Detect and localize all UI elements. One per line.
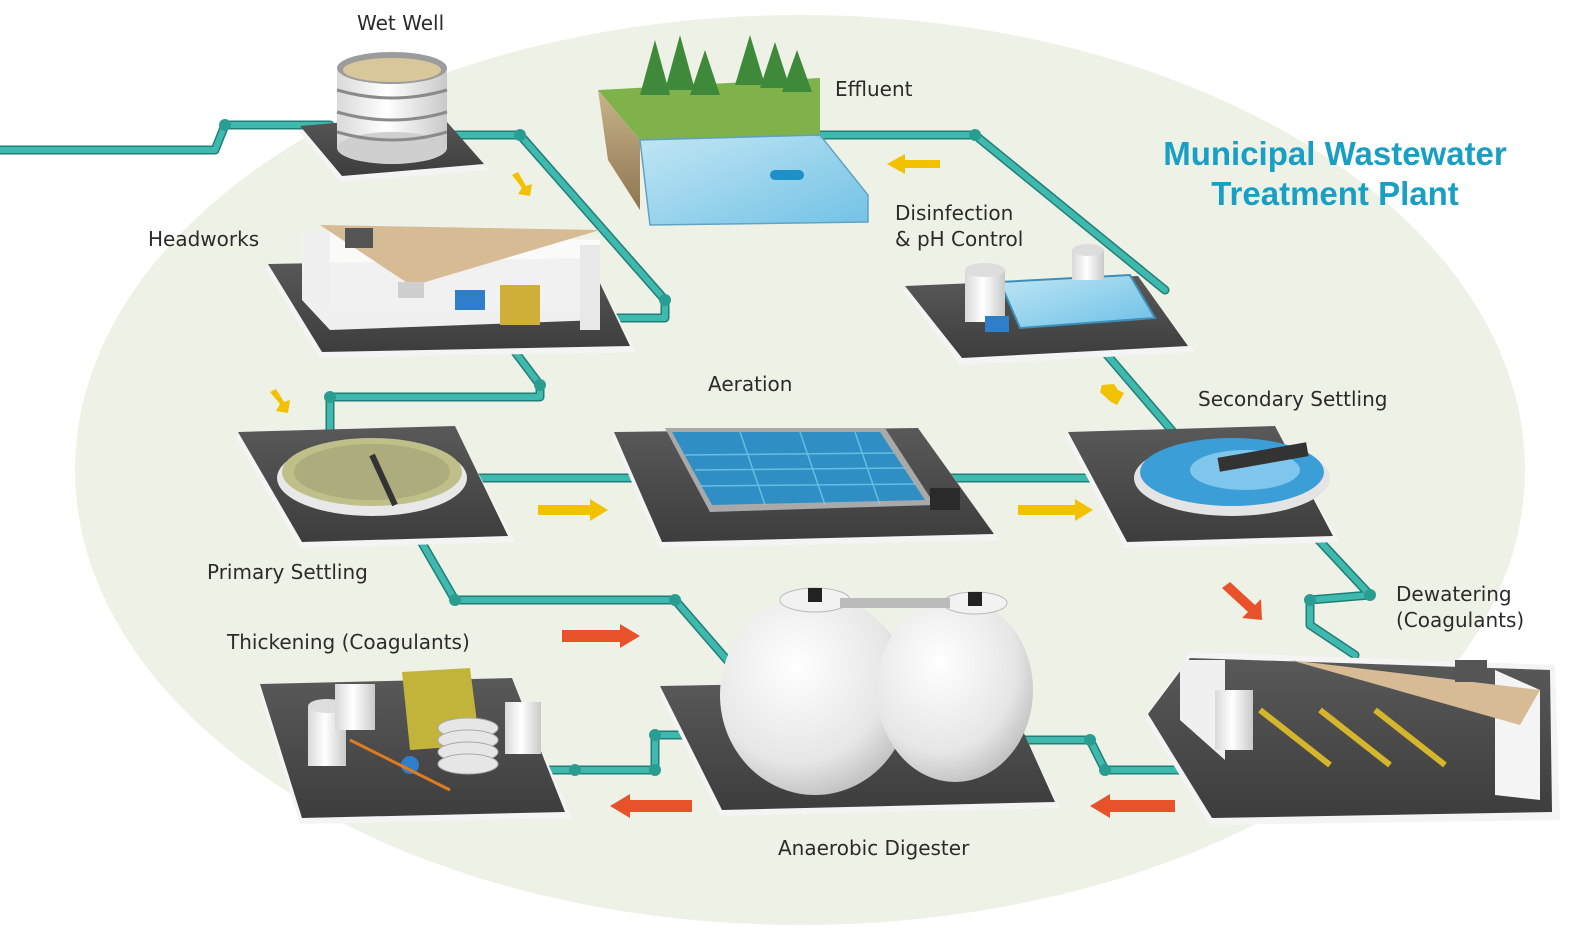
aeration-unit	[612, 428, 1000, 548]
thickening-unit	[258, 668, 572, 824]
dewatering-unit	[1145, 652, 1560, 825]
headworks-unit	[265, 225, 636, 358]
label-dewatering-line-2: (Coagulants)	[1396, 608, 1525, 632]
flow-arrow	[1222, 582, 1262, 620]
flow-arrow	[887, 154, 940, 174]
flow-arrow	[562, 624, 640, 648]
flow-arrow	[538, 499, 608, 521]
label-disinfection-line-1: Disinfection	[895, 201, 1014, 225]
label-headworks: Headworks	[148, 227, 260, 251]
label-effluent: Effluent	[835, 77, 913, 101]
flow-arrow	[512, 172, 532, 196]
title-line-1: Municipal Wastewater	[1163, 135, 1507, 172]
flow-arrow	[1018, 499, 1093, 521]
label-secondary-settling: Secondary Settling	[1198, 387, 1388, 411]
label-aeration: Aeration	[708, 372, 793, 396]
label-primary-settling: Primary Settling	[207, 560, 368, 584]
secondary-settling-unit	[1065, 426, 1340, 548]
primary-settling-unit	[235, 426, 515, 548]
label-anaerobic-digester: Anaerobic Digester	[778, 836, 970, 860]
label-disinfection: Disinfection & pH Control	[895, 200, 1023, 252]
wet-well-unit	[298, 52, 488, 182]
effluent-unit	[598, 35, 869, 226]
label-thickening: Thickening (Coagulants)	[227, 630, 470, 654]
flow-arrow	[610, 794, 692, 818]
flow-arrows	[270, 154, 1262, 818]
flow-arrow	[1090, 794, 1175, 818]
label-wet-well: Wet Well	[357, 11, 445, 35]
disinfection-unit	[903, 244, 1195, 365]
diagram-title: Municipal Wastewater Treatment Plant	[1150, 134, 1520, 214]
title-line-2: Treatment Plant	[1211, 175, 1459, 212]
flow-arrow	[1100, 384, 1124, 405]
label-dewatering: Dewatering (Coagulants)	[1396, 581, 1524, 633]
label-disinfection-line-2: & pH Control	[895, 227, 1024, 251]
flow-arrow	[270, 389, 290, 413]
label-dewatering-line-1: Dewatering	[1396, 582, 1512, 606]
anaerobic-digester-unit	[658, 587, 1060, 816]
